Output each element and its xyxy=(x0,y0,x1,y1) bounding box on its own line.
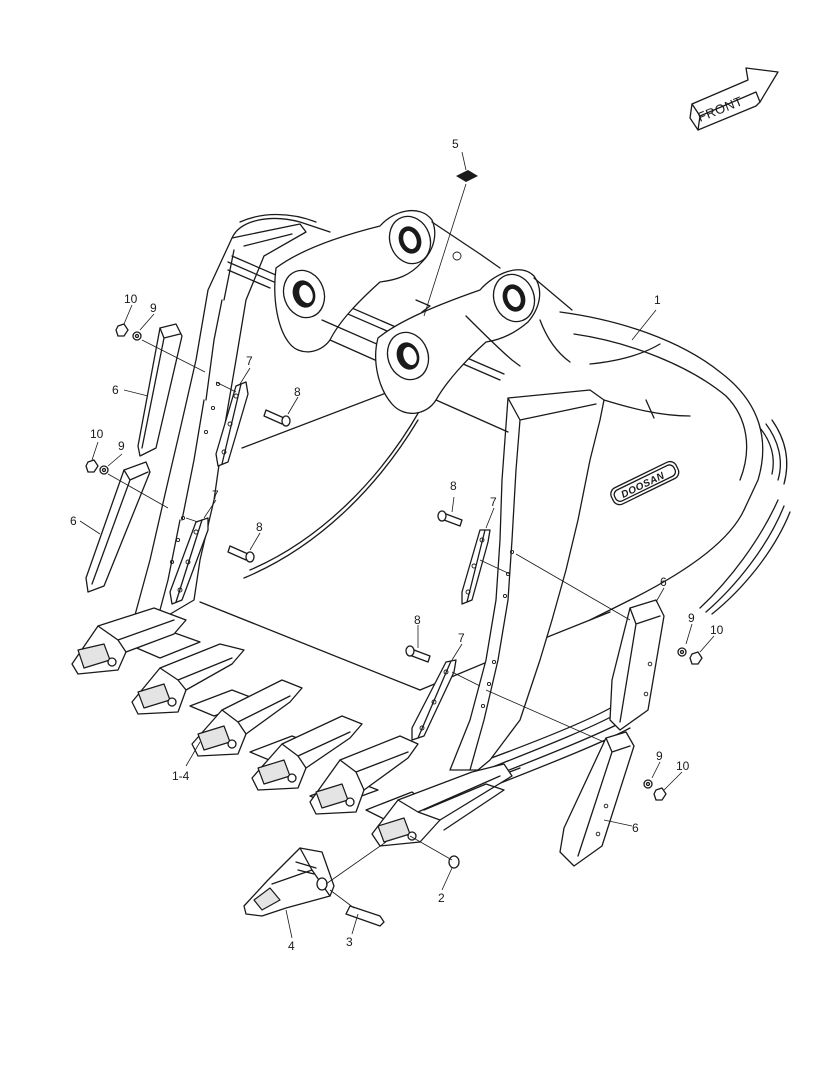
callout-10-b: 10 xyxy=(90,427,104,441)
wear-plates xyxy=(169,381,491,741)
callout-1: 1 xyxy=(654,293,661,307)
callout-7-a: 7 xyxy=(246,354,253,368)
callout-9-c: 9 xyxy=(688,611,695,625)
callout-10-d: 10 xyxy=(676,759,690,773)
brand-marking: DOOSAN xyxy=(610,460,680,506)
callout-1-4: 1-4 xyxy=(172,769,190,783)
bucket-body: DOOSAN xyxy=(131,213,791,797)
callout-8-b: 8 xyxy=(256,520,263,534)
callout-labels: 5 1 10 9 6 10 9 6 7 8 7 8 8 7 8 7 6 9 10… xyxy=(70,137,724,953)
callout-8-d: 8 xyxy=(414,613,421,627)
callout-2: 2 xyxy=(438,891,445,905)
callout-9-b: 9 xyxy=(118,439,125,453)
callout-6-d: 6 xyxy=(632,821,639,835)
callout-4: 4 xyxy=(288,939,295,953)
front-arrow: FRONT xyxy=(689,67,779,131)
callout-9-a: 9 xyxy=(150,301,157,315)
bolts xyxy=(227,409,463,663)
callout-6-c: 6 xyxy=(660,575,667,589)
decal-part xyxy=(456,170,478,182)
callout-9-d: 9 xyxy=(656,749,663,763)
washers-nuts xyxy=(85,323,703,801)
callout-7-d: 7 xyxy=(458,631,465,645)
callout-10-c: 10 xyxy=(710,623,724,637)
callout-8-c: 8 xyxy=(450,479,457,493)
side-cutters xyxy=(85,323,665,867)
exploded-pin xyxy=(345,905,385,927)
boss-brackets xyxy=(274,210,573,433)
callout-7-b: 7 xyxy=(212,488,219,502)
retainer-washer xyxy=(448,855,460,869)
callout-6-b: 6 xyxy=(70,514,77,528)
callout-3: 3 xyxy=(346,935,353,949)
callout-6-a: 6 xyxy=(112,383,119,397)
callout-7-c: 7 xyxy=(490,495,497,509)
exploded-tip xyxy=(243,847,335,917)
adapter-teeth-row xyxy=(71,607,513,847)
callout-leaders xyxy=(79,151,715,939)
callout-10-a: 10 xyxy=(124,292,138,306)
assembly-leaders xyxy=(107,339,631,743)
callout-5: 5 xyxy=(452,137,459,151)
callout-8-a: 8 xyxy=(294,385,301,399)
